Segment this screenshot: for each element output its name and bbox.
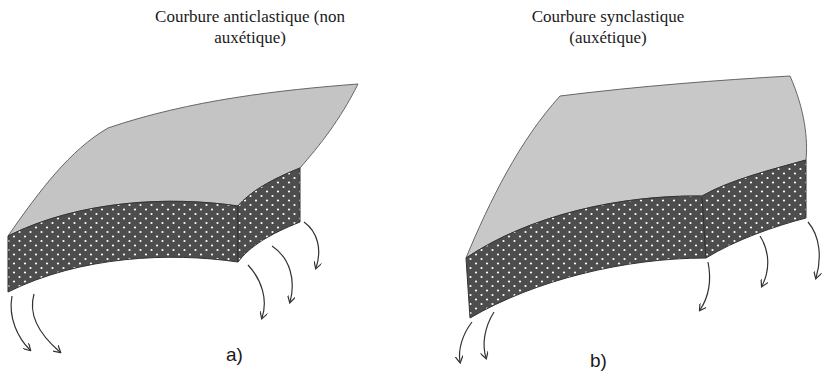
panel-label: b) — [590, 350, 607, 372]
anticlastic-plate — [8, 84, 358, 352]
figure-title: Courbure synclastique (auxétique) — [513, 6, 703, 48]
panel-label: a) — [226, 344, 243, 366]
synclastic-plate — [460, 76, 820, 362]
figure-title: Courbure anticlastique (non auxétique) — [155, 6, 345, 48]
